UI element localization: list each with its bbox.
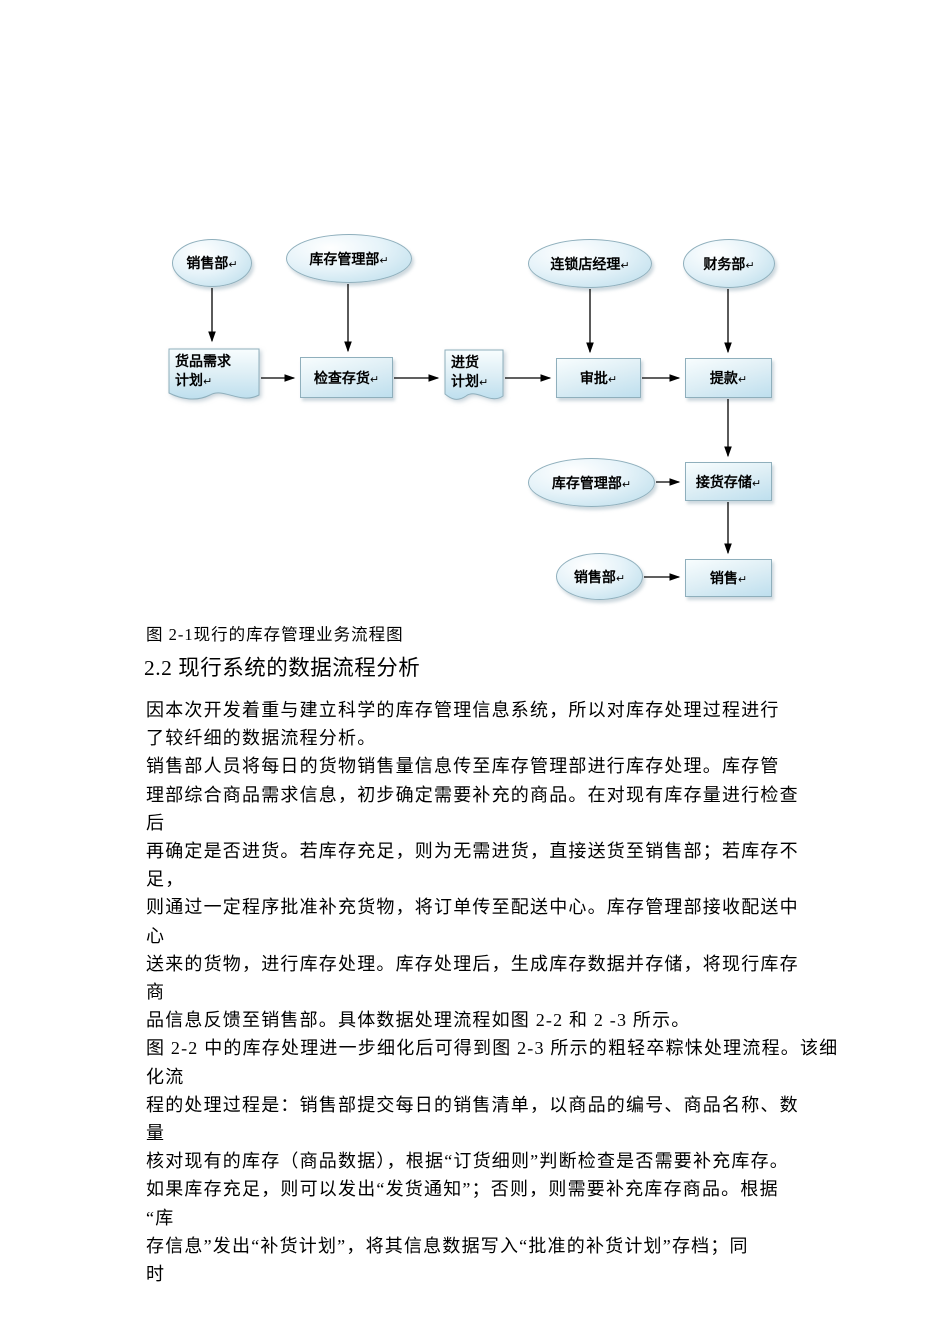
body-line: 时: [146, 1264, 166, 1285]
paragraph-mark: ↵: [479, 376, 489, 389]
body-line: 因本次开发着重与建立科学的库存管理信息系统，所以对库存处理过程进行: [146, 700, 780, 720]
paragraph-mark: ↵: [379, 253, 389, 267]
flow-node-label: 销售部: [573, 569, 616, 586]
flow-node-sales-dept-top: 销售部↵: [172, 239, 252, 287]
flow-node-label: 进货 计划↵: [451, 355, 489, 390]
body-line: 了较纤细的数据流程分析。: [146, 728, 377, 749]
body-line: 存信息”发出“补货计划”，将其信息数据写入“批准的补货计划”存档；同: [146, 1235, 749, 1256]
flow-node-label: 接货存储: [695, 474, 752, 491]
flow-node-label: 销售部: [186, 256, 229, 272]
paragraph-mark: ↵: [620, 258, 630, 272]
body-line: 核对现有的库存（商品数据），根据“订货细则”判断检查是否需要补充库存。: [146, 1151, 789, 1172]
body-line: 后: [146, 812, 166, 833]
flow-node-inventory-dept-top: 库存管理部↵: [286, 234, 412, 283]
body-line: 商: [146, 982, 166, 1003]
flow-node-label: 检查存货: [313, 370, 370, 387]
paragraph-mark: ↵: [607, 373, 618, 386]
document-shape: [444, 349, 504, 400]
body-line: 则通过一定程序批准补充货物，将订单传至配送中心。库存管理部接收配送中: [146, 897, 799, 918]
flow-node-withdraw: 提款↵: [685, 358, 772, 398]
flow-node-finance-dept: 财务部↵: [683, 239, 775, 288]
flow-node-chain-store-manager: 连锁店经理↵: [528, 239, 652, 288]
flow-node-label: 财务部: [703, 256, 746, 273]
body-line: 化流: [146, 1066, 185, 1087]
flow-node-inventory-dept-mid: 库存管理部↵: [528, 458, 655, 507]
body-line: 理部综合商品需求信息，初步确定需要补充的商品。在对现有库存量进行检查: [146, 784, 799, 805]
flow-node-purchase-plan: 进货 计划↵: [444, 349, 504, 407]
flow-node-label: 货品需求 计划↵: [175, 354, 231, 389]
flow-node-sales: 销售↵: [685, 559, 772, 597]
paragraph-mark: ↵: [751, 476, 762, 490]
paragraph-mark: ↵: [615, 571, 626, 585]
flow-node-label: 审批: [579, 371, 608, 387]
body-line: “库: [146, 1207, 175, 1228]
body-line: 图 2-2 中的库存处理进一步细化后可得到图 2-3 所示的粗轻卒粽怽处理流程。…: [146, 1038, 839, 1059]
flow-node-label: 库存管理部: [551, 475, 622, 492]
paragraph-mark: ↵: [737, 373, 748, 386]
document-shape: [168, 348, 260, 400]
paragraph-mark: ↵: [228, 258, 238, 271]
body-line: 品信息反馈至销售部。具体数据处理流程如图 2-2 和 2 -3 所示。: [146, 1010, 691, 1031]
flow-node-approval: 审批↵: [556, 358, 641, 398]
flow-diagram: 销售部↵ 库存管理部↵ 连锁店经理↵ 财务部↵ 库存管理部↵ 销售部↵: [0, 0, 950, 620]
flow-node-receive-store: 接货存储↵: [685, 462, 772, 501]
flow-node-label: 销售: [709, 571, 738, 587]
body-line: 心: [146, 925, 166, 946]
flow-node-label: 库存管理部: [309, 251, 380, 268]
body-line: 如果库存充足，则可以发出“发货通知”；否则，则需要补充库存商品。根据: [146, 1179, 779, 1200]
flow-node-label: 连锁店经理: [550, 256, 621, 273]
flow-node-check-stock: 检查存货↵: [300, 357, 393, 398]
body-line: 程的处理过程是：销售部提交每日的销售清单，以商品的编号、商品名称、数: [146, 1094, 799, 1115]
paragraph-mark: ↵: [369, 372, 380, 386]
body-line: 送来的货物，进行库存处理。库存处理后，生成库存数据并存储，将现行库存: [146, 953, 799, 974]
section-heading: 2.2 现行系统的数据流程分析: [144, 656, 421, 680]
paragraph-mark: ↵: [745, 258, 755, 272]
body-line: 足，: [146, 869, 185, 890]
body-text: 因本次开发着重与建立科学的库存管理信息系统，所以对库存处理过程进行 了较纤细的数…: [146, 696, 838, 1288]
paragraph-mark: ↵: [621, 477, 632, 491]
paragraph-mark: ↵: [203, 375, 213, 388]
flow-node-sales-dept-bottom: 销售部↵: [556, 553, 643, 600]
body-line: 再确定是否进货。若库存充足，则为无需进货，直接送货至销售部；若库存不: [146, 841, 799, 862]
flow-node-goods-demand-plan: 货品需求 计划↵: [168, 348, 260, 406]
body-line: 量: [146, 1123, 166, 1144]
body-line: 销售部人员将每日的货物销售量信息传至库存管理部进行库存处理。库存管: [146, 756, 780, 777]
paragraph-mark: ↵: [737, 573, 748, 586]
figure-caption: 图 2-1现行的库存管理业务流程图: [146, 625, 404, 644]
flow-node-label: 提款: [709, 371, 738, 387]
flow-connectors: [208, 284, 732, 581]
